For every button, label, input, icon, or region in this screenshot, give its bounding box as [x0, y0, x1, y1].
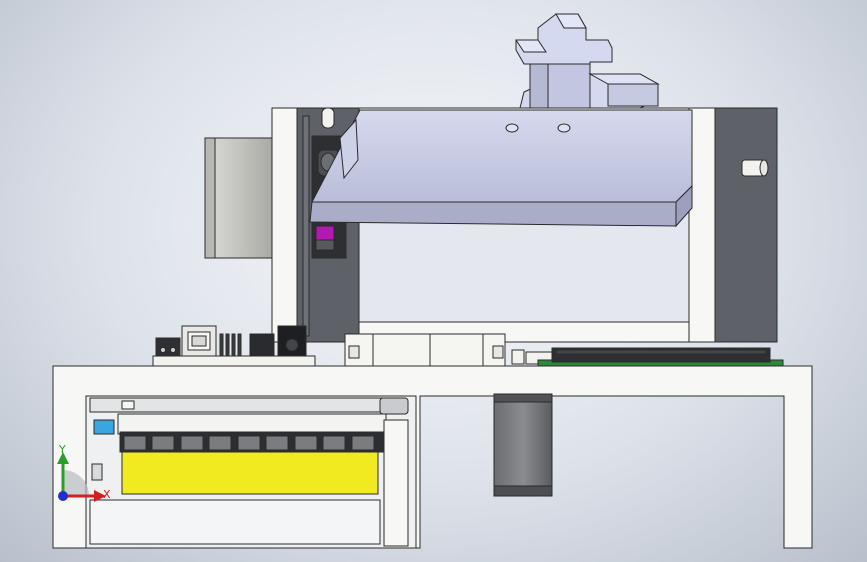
orientation-triad — [57, 452, 106, 502]
lavender-carriage — [309, 109, 693, 228]
triad-x-label: X — [103, 488, 111, 501]
top-cross-part — [515, 13, 660, 113]
stepper-motor — [493, 393, 553, 497]
triad-y-label: Y — [59, 443, 66, 456]
board-components — [152, 325, 784, 369]
side-motor — [204, 137, 274, 259]
connector-row — [119, 431, 387, 453]
display-module — [85, 395, 417, 549]
